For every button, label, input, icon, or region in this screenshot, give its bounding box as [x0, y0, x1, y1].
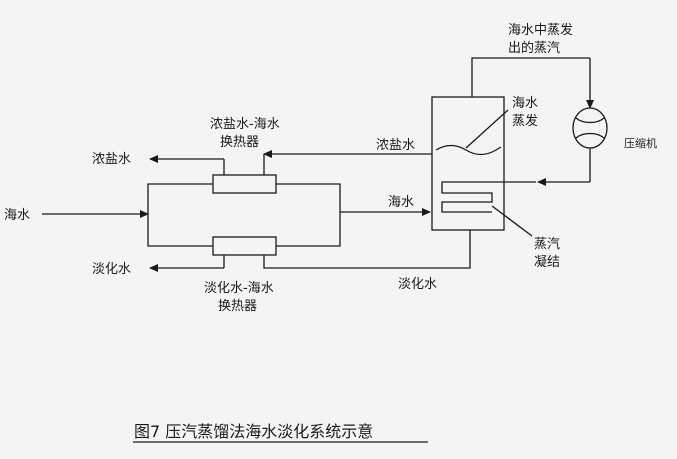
evaporation-leader	[465, 109, 509, 149]
evaporation-label-2: 蒸发	[512, 113, 538, 129]
fresh-outlet-label: 淡化水	[92, 262, 131, 277]
seawater-inlet-label: 海水	[4, 208, 30, 223]
compressor-blades	[575, 117, 605, 139]
brine-flow-label: 浓盐水	[376, 138, 415, 153]
compressor-icon	[572, 107, 608, 149]
brine-hx-label-1: 浓盐水-海水	[210, 117, 280, 132]
figure-caption: 图7 压汽蒸馏法海水淡化系统示意	[134, 422, 373, 441]
water-surface-wave	[435, 144, 502, 156]
condensation-leader	[491, 205, 533, 237]
condenser-coil	[441, 181, 536, 213]
evaporator-vessel	[431, 96, 505, 231]
steam-label-1: 海水中蒸发	[508, 22, 573, 38]
fresh-seawater-heat-exchanger	[212, 236, 277, 256]
brine-hx-label-2: 换热器	[220, 135, 259, 150]
fresh-hx-label-2: 换热器	[218, 299, 257, 314]
condensation-label-1: 蒸汽	[534, 237, 560, 252]
brine-outlet-label: 浓盐水	[92, 152, 131, 167]
condensation-label-2: 凝结	[534, 254, 560, 270]
steam-outlet-line	[471, 57, 590, 97]
fresh-hx-label-1: 淡化水-海水	[204, 281, 274, 296]
brine-hx-pass	[223, 154, 265, 175]
steam-label-2: 出的蒸汽	[508, 40, 560, 56]
seawater-feed-label: 海水	[388, 195, 414, 210]
compressor-label: 压缩机	[624, 136, 657, 150]
fresh-flow-label: 淡化水	[398, 277, 437, 292]
evaporation-label-1: 海水	[512, 96, 538, 111]
brine-seawater-heat-exchanger	[212, 174, 277, 194]
